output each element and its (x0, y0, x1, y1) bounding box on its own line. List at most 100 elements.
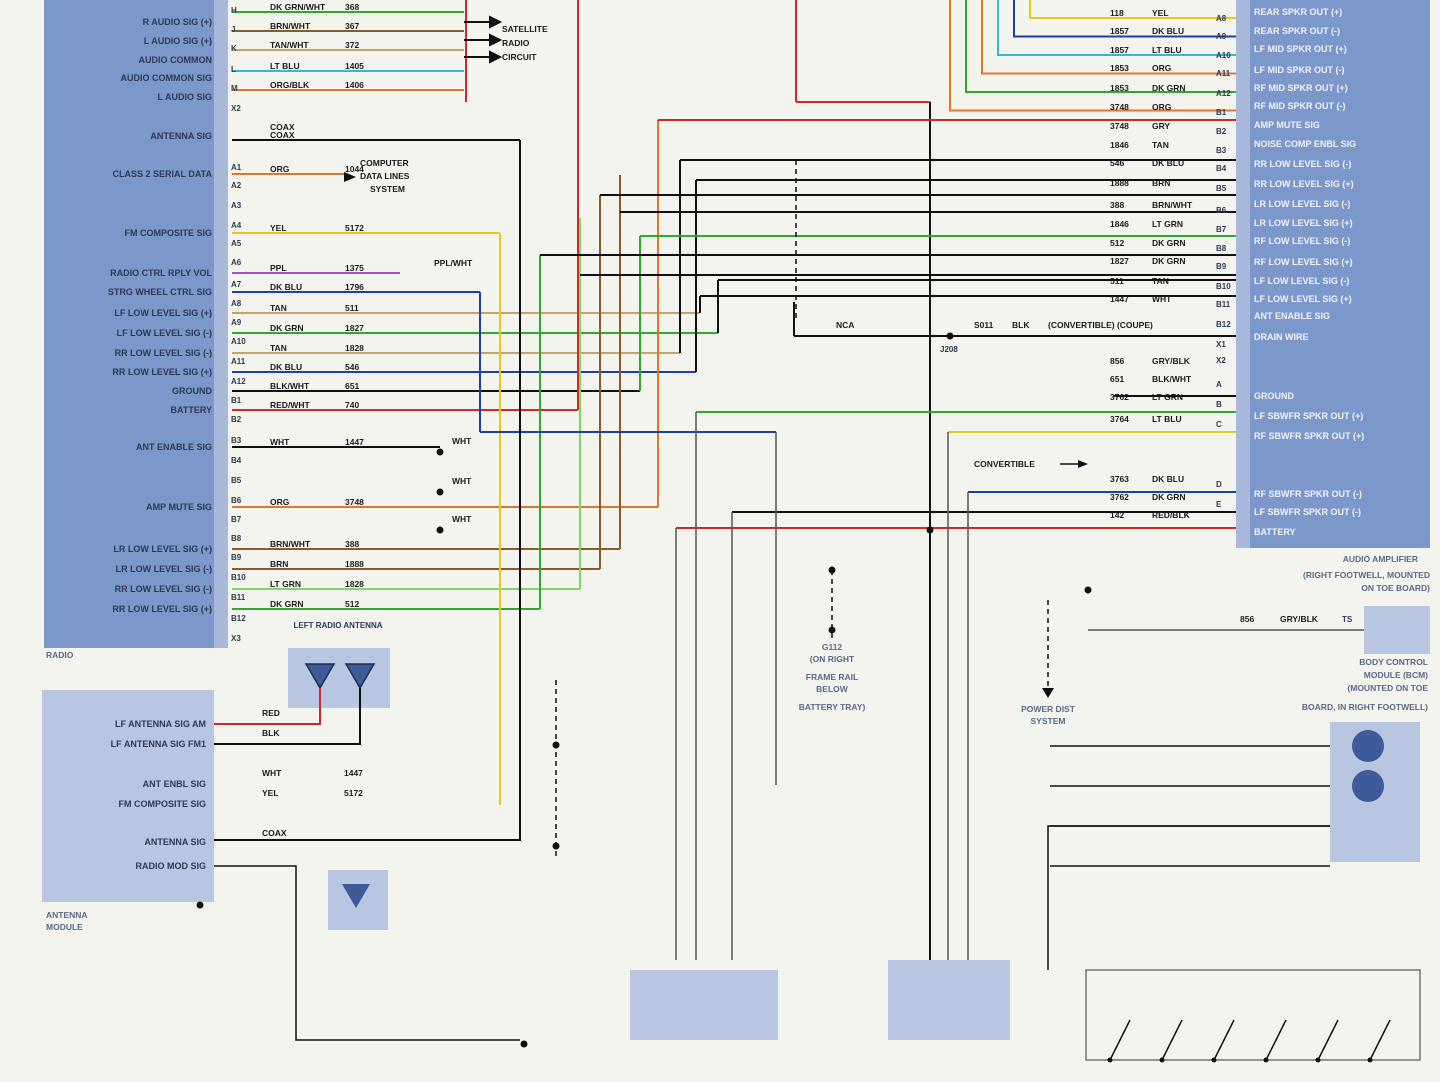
amplifier-wire-circuit: 1827 (1110, 256, 1129, 266)
amplifier-pin-id: D (1216, 480, 1222, 489)
radio-pin-label: CLASS 2 SERIAL DATA (112, 169, 212, 179)
antenna-icon (304, 663, 376, 690)
ppl-wht-label: PPL/WHT (434, 258, 473, 268)
splice-dot (828, 626, 836, 634)
amplifier-wire-circuit: 142 (1110, 510, 1124, 520)
blk-label: BLK (1012, 320, 1030, 330)
amplifier-wire-circuit: 1853 (1110, 63, 1129, 73)
radio-labels: R AUDIO SIG (+)L AUDIO SIG (+)AUDIO COMM… (108, 6, 246, 643)
radio-pin-id: A10 (231, 337, 246, 346)
amplifier-pin-label: REAR SPKR OUT (+) (1254, 7, 1342, 17)
radio-pin-label: AUDIO COMMON SIG (121, 73, 213, 83)
amplifier-wire-circuit: 1857 (1110, 26, 1129, 36)
radio-pin-label: RR LOW LEVEL SIG (+) (112, 367, 212, 377)
amplifier-wire-circuit: 1853 (1110, 83, 1129, 93)
radio-pin-id: X2 (231, 104, 241, 113)
wire-circuit-label: 1828 (345, 579, 364, 589)
wire-color-label: DK BLU (270, 362, 302, 372)
antenna-module (42, 690, 214, 902)
radio-pin-id: B7 (231, 515, 242, 524)
wire-circuit-label: 1796 (345, 282, 364, 292)
amplifier-pin-label: LF MID SPKR OUT (-) (1254, 65, 1345, 75)
radio-pin-id: L (231, 65, 236, 74)
amplifier-wire-color: DK GRN (1152, 83, 1186, 93)
amplifier-pin-id: B5 (1216, 184, 1227, 193)
amplifier-location-2: ON TOE BOARD) (1361, 583, 1430, 593)
wht-label-1: WHT (452, 436, 472, 446)
wire-run (1029, 0, 1236, 19)
radio-pin-id: A4 (231, 221, 242, 230)
amplifier-pin-id: B8 (1216, 244, 1227, 253)
wire-circuit-label: 512 (345, 599, 359, 609)
wire-circuit-label: 546 (345, 362, 359, 372)
switch-contact (1315, 1057, 1321, 1063)
splice-dot (828, 566, 836, 574)
amplifier-wire-color: BRN/WHT (1152, 200, 1193, 210)
amplifier-wire-circuit: 3764 (1110, 414, 1129, 424)
amplifier-wire-color: GRY/BLK (1152, 356, 1191, 366)
amplifier-wire-color: DK GRN (1152, 256, 1186, 266)
wire-circuit-label: 367 (345, 21, 359, 31)
satellite-label-3: CIRCUIT (502, 52, 537, 62)
wire-circuit-label: 368 (345, 2, 359, 12)
amplifier-pin-label: LF LOW LEVEL SIG (-) (1254, 276, 1349, 286)
radio-pin-label: LF LOW LEVEL SIG (+) (114, 308, 212, 318)
splice-dot (520, 1040, 528, 1048)
wire-color-label: BRN (270, 559, 288, 569)
wire-circuit-label: 1375 (345, 263, 364, 273)
data-lines-label-2: DATA LINES (360, 171, 410, 181)
amplifier-pin-id: B10 (1216, 282, 1231, 291)
radio-pin-id: A1 (231, 163, 242, 172)
amplifier-pin-label: LF MID SPKR OUT (+) (1254, 44, 1347, 54)
amplifier-pin-id: A10 (1216, 51, 1231, 60)
satellite-arrows (464, 15, 503, 64)
switch-contact (1211, 1057, 1217, 1063)
amplifier-pin-id: A8 (1216, 14, 1227, 23)
radio-pin-id: A3 (231, 201, 242, 210)
wire-circuit-label: 1405 (345, 61, 364, 71)
amplifier-wire-color: BLK/WHT (1152, 374, 1192, 384)
amplifier-wire-circuit: 3763 (1110, 474, 1129, 484)
antenna-wire-circuit: 5172 (344, 788, 363, 798)
wire-color-label: WHT (270, 437, 290, 447)
amplifier-pin-id: E (1216, 500, 1222, 509)
wire-run (981, 0, 1236, 75)
wire-color-label: LT GRN (270, 579, 301, 589)
convertible-label: CONVERTIBLE (974, 459, 1035, 469)
amplifier-pin-label: LF SBWFR SPKR OUT (+) (1254, 411, 1363, 421)
radio-pin-id: B11 (231, 593, 246, 602)
wire-color-label: BRN/WHT (270, 539, 311, 549)
bcm-label-3: (MOUNTED ON TOE (1347, 683, 1428, 693)
radio-pin-id: B3 (231, 436, 242, 445)
ground-label-4: BELOW (816, 684, 849, 694)
wire-circuit-label: 1828 (345, 343, 364, 353)
left-antenna-label: LEFT RADIO ANTENNA (293, 621, 382, 630)
radio-module-name: RADIO (46, 650, 74, 660)
amplifier-wire-circuit: 511 (1110, 276, 1124, 286)
amplifier-module (1248, 0, 1430, 548)
antenna-wire-label: BLK (262, 728, 280, 738)
splice-dot (1084, 586, 1092, 594)
wire-color-label: TAN (270, 343, 287, 353)
wire-circuit-label: 651 (345, 381, 359, 391)
amplifier-wire-color: LT GRN (1152, 392, 1183, 402)
amplifier-wire-circuit: 1846 (1110, 140, 1129, 150)
wire-run (965, 0, 1236, 93)
antenna-wire-label: WHT (262, 768, 282, 778)
wire-color-label: TAN (270, 303, 287, 313)
amplifier-wire-color: WHT (1152, 294, 1172, 304)
amplifier-pin-label: AMP MUTE SIG (1254, 120, 1320, 130)
wire-color-label: PPL (270, 263, 287, 273)
radio-pin-label: LR LOW LEVEL SIG (-) (116, 564, 212, 574)
amplifier-wire-color: LT BLU (1152, 45, 1182, 55)
antenna-module-label-1: ANTENNA (46, 910, 88, 920)
amplifier-pin-id: B7 (1216, 225, 1227, 234)
wire-color-label: BLK/WHT (270, 381, 310, 391)
wire-circuit-label: 372 (345, 40, 359, 50)
amplifier-wire-color: YEL (1152, 8, 1169, 18)
speaker-icon (1352, 730, 1384, 762)
radio-pin-label: ANTENNA SIG (150, 131, 212, 141)
wire-color-label: LT BLU (270, 61, 300, 71)
